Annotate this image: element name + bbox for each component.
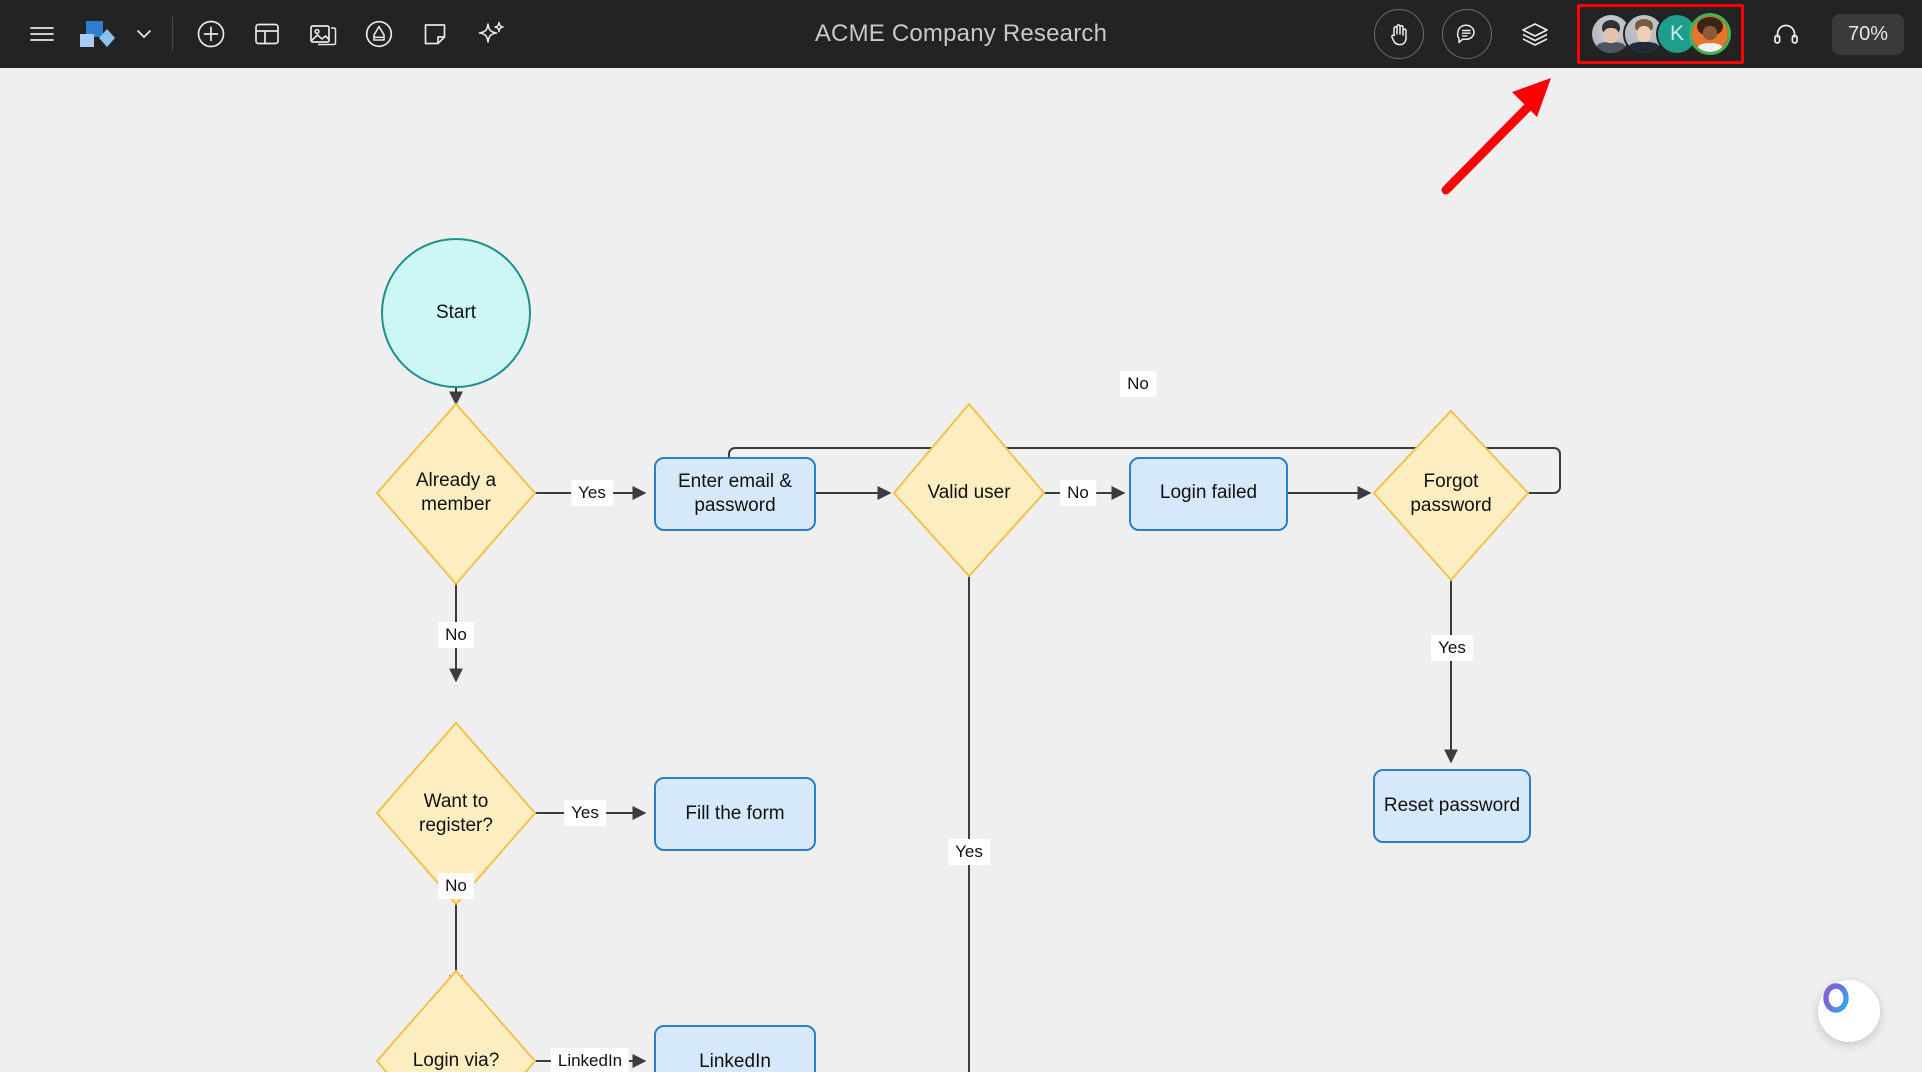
template-icon[interactable] bbox=[239, 6, 295, 62]
node-start bbox=[381, 238, 531, 388]
node-linkedin[interactable] bbox=[655, 1026, 815, 1072]
zoom-level[interactable]: 70% bbox=[1831, 13, 1904, 55]
node-want-register[interactable] bbox=[377, 723, 535, 904]
node-forgot-password bbox=[1372, 409, 1530, 582]
node-start[interactable] bbox=[382, 239, 530, 387]
avatar-user-4[interactable] bbox=[1688, 13, 1731, 55]
node-login-via[interactable] bbox=[377, 971, 535, 1072]
edge-forgot-no-loop bbox=[728, 447, 1561, 494]
avatar-user-1[interactable] bbox=[1589, 13, 1632, 55]
node-login-failed[interactable] bbox=[1130, 458, 1287, 530]
top-toolbar: ACME Company Research bbox=[0, 0, 1922, 68]
avatar-user-2[interactable] bbox=[1622, 13, 1665, 55]
layers-icon[interactable] bbox=[1510, 9, 1560, 59]
edge-label-valid-no[interactable]: No bbox=[1060, 480, 1096, 506]
edge-label-member-yes[interactable]: Yes bbox=[571, 480, 613, 506]
help-fab[interactable] bbox=[1818, 980, 1880, 1042]
node-reset-password[interactable] bbox=[1374, 770, 1530, 842]
note-icon[interactable] bbox=[407, 6, 463, 62]
page-title: ACME Company Research bbox=[0, 0, 1922, 68]
edge-label-loginvia-linkedin[interactable]: LinkedIn bbox=[550, 1048, 630, 1072]
menu-icon[interactable] bbox=[14, 6, 70, 62]
brand-o-icon bbox=[1823, 983, 1849, 1013]
avatar-initial: K bbox=[1669, 22, 1684, 45]
add-icon[interactable] bbox=[183, 6, 239, 62]
node-fill-form[interactable] bbox=[655, 778, 815, 850]
node-linkedin bbox=[654, 1025, 816, 1072]
toolbar-divider bbox=[172, 17, 173, 51]
avatar-photo bbox=[1691, 16, 1728, 52]
node-valid-user[interactable] bbox=[894, 404, 1044, 576]
node-login-via bbox=[375, 969, 537, 1072]
avatar-photo bbox=[1624, 15, 1663, 53]
edge-label-forgot-no[interactable]: No bbox=[1120, 371, 1156, 397]
edge-label-forgot-yes[interactable]: Yes bbox=[1431, 635, 1473, 661]
image-icon[interactable] bbox=[295, 6, 351, 62]
app-logo[interactable] bbox=[70, 6, 126, 62]
diagram-canvas[interactable]: Start Already a member Enter email & pas… bbox=[0, 68, 1922, 1072]
avatar-user-k[interactable]: K bbox=[1655, 13, 1698, 55]
node-login-failed bbox=[1129, 457, 1288, 531]
avatar-photo bbox=[1591, 15, 1630, 53]
edge-label-register-yes[interactable]: Yes bbox=[564, 800, 606, 826]
chevron-down-icon[interactable] bbox=[126, 6, 162, 62]
sparkle-icon[interactable] bbox=[463, 6, 519, 62]
node-forgot-password[interactable] bbox=[1374, 411, 1528, 580]
hand-icon[interactable] bbox=[1373, 9, 1424, 59]
page-title-text: ACME Company Research bbox=[814, 20, 1108, 47]
toolbar-left-group bbox=[0, 0, 519, 68]
node-already-member bbox=[375, 402, 537, 586]
node-fill-form bbox=[654, 777, 816, 851]
edge-label-member-no[interactable]: No bbox=[438, 622, 474, 648]
node-enter-email bbox=[654, 457, 816, 531]
pen-icon[interactable] bbox=[351, 6, 407, 62]
node-enter-email[interactable] bbox=[655, 458, 815, 530]
node-valid-user bbox=[892, 402, 1046, 578]
node-already-member[interactable] bbox=[377, 404, 535, 584]
nodes-layer bbox=[375, 238, 1531, 1072]
collaborator-avatars[interactable]: K bbox=[1576, 4, 1744, 64]
node-want-register bbox=[375, 721, 537, 906]
node-reset-password bbox=[1373, 769, 1531, 843]
headset-icon[interactable] bbox=[1761, 9, 1811, 59]
edge-label-valid-yes[interactable]: Yes bbox=[948, 839, 990, 865]
edge-label-register-no[interactable]: No bbox=[438, 873, 474, 899]
diagram-svg bbox=[375, 238, 1561, 1072]
toolbar-right-group: K 70% bbox=[1367, 0, 1904, 68]
comment-icon[interactable] bbox=[1441, 9, 1492, 59]
